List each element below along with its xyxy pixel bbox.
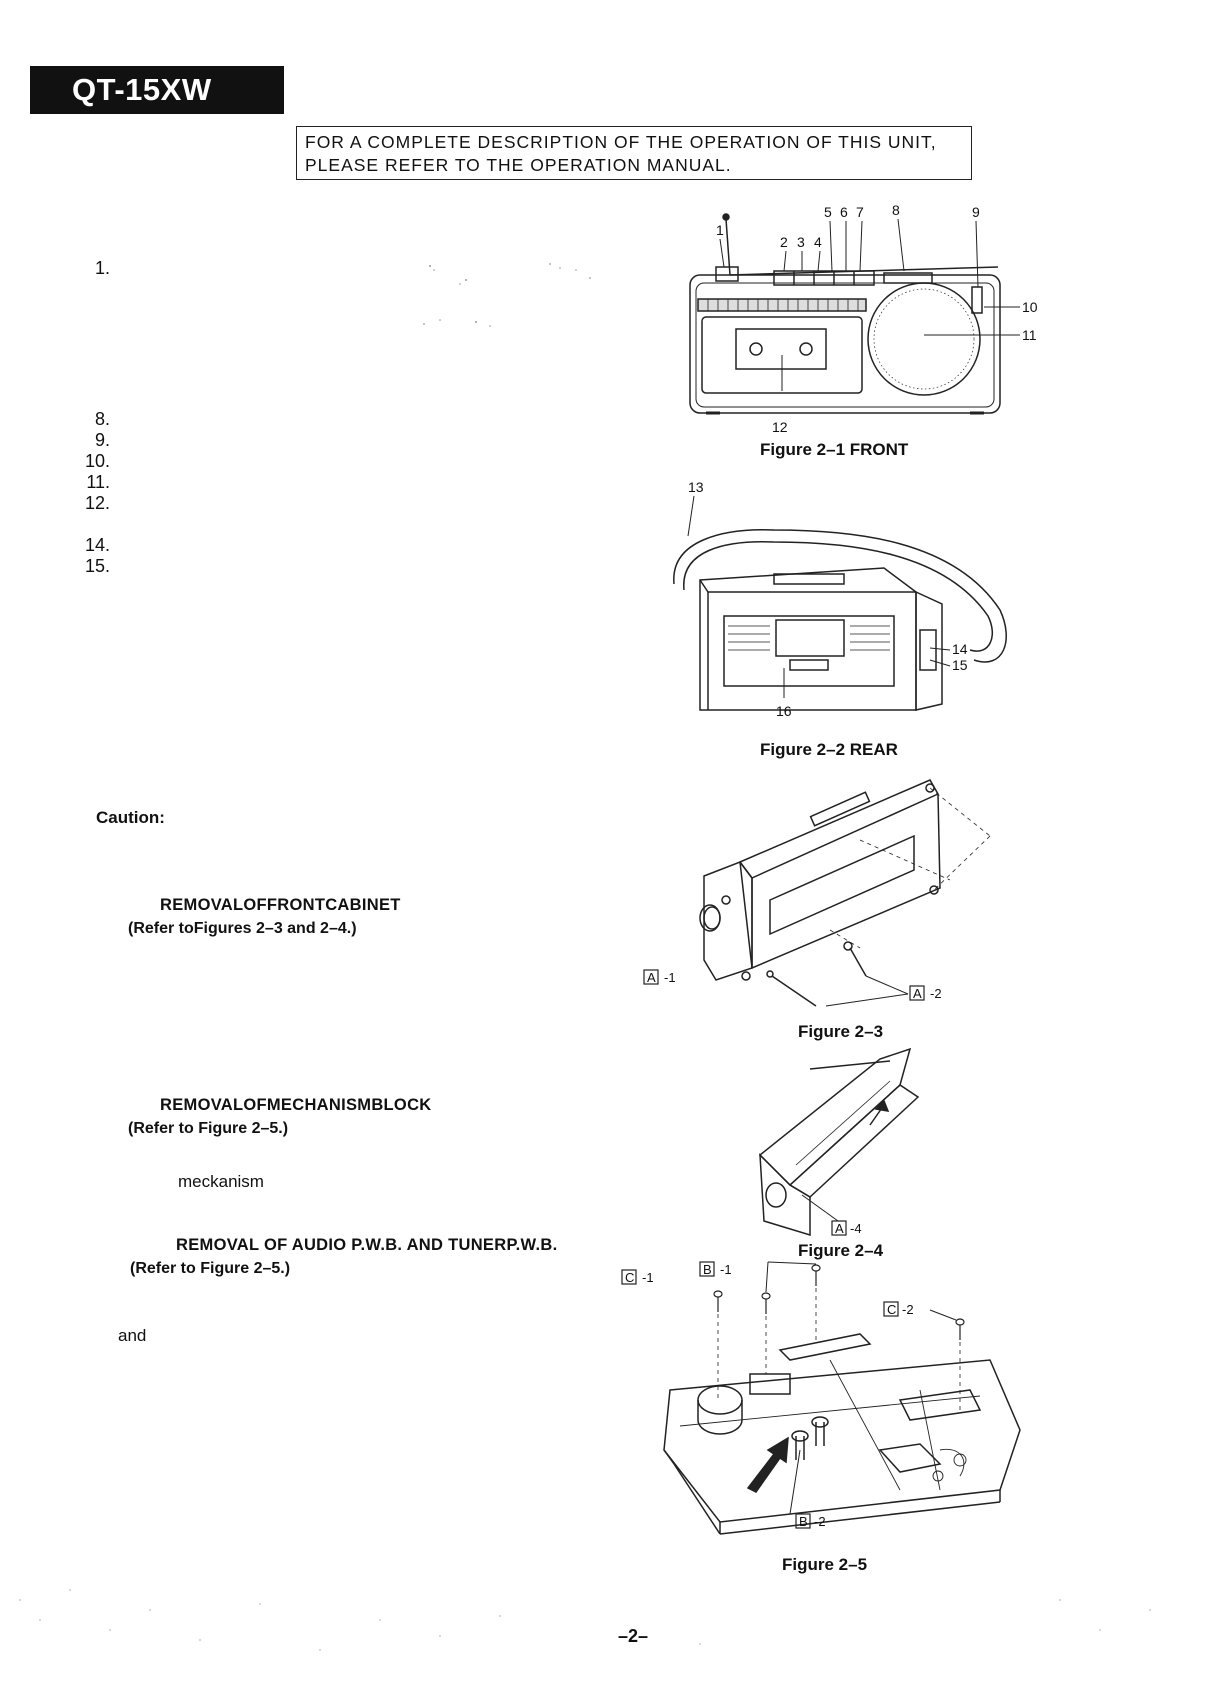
list-number: 8. — [94, 409, 110, 429]
model-name: QT-15XW — [72, 72, 212, 107]
list-number: 12. — [84, 493, 110, 513]
section-heading-pwb: REMOVAL OF AUDIO P.W.B. AND TUNERP.W.B. — [176, 1236, 558, 1254]
figure-2-5-diagram: C -1 B -1 C -2 B -2 — [621, 1261, 1021, 1535]
fig3-callout-A1-letter: A — [647, 970, 656, 985]
list-number: 10. — [84, 451, 110, 471]
list-number: 11. — [86, 472, 110, 492]
section-heading-mechanism: REMOVALOFMECHANISMBLOCK — [160, 1096, 432, 1114]
list-number: 1. — [94, 258, 110, 278]
section-ref-mechanism: (Refer to Figure 2–5.) — [128, 1120, 289, 1137]
section-heading-front-cabinet: REMOVALOFFRONTCABINET — [160, 896, 401, 914]
fig3-callout-A1-number: -1 — [664, 970, 676, 985]
scan-noise — [19, 1589, 1151, 1651]
fig1-label-7: 7 — [856, 204, 864, 220]
section-ref-front-cabinet: (Refer toFigures 2–3 and 2–4.) — [128, 920, 357, 937]
figure-2-2-caption: Figure 2–2 REAR — [760, 740, 898, 759]
caution-label: Caution: — [96, 808, 165, 827]
notice-line-2: PLEASE REFER TO THE OPERATION MANUAL. — [305, 155, 732, 175]
fig2-label-13: 13 — [688, 479, 704, 495]
section-ref-pwb: (Refer to Figure 2–5.) — [130, 1260, 291, 1277]
figure-2-4-diagram: A -4 — [758, 1047, 920, 1237]
fig1-label-11: 11 — [1022, 327, 1037, 343]
fig5-callout-C2-letter: C — [887, 1302, 896, 1317]
fig2-label-15: 15 — [952, 657, 968, 673]
fig1-label-4: 4 — [814, 234, 822, 250]
faint-specks — [423, 263, 591, 327]
fig1-label-1: 1 — [716, 222, 724, 238]
fig4-callout-A4-number: -4 — [850, 1221, 862, 1236]
fig3-callout-A2-number: -2 — [930, 986, 942, 1001]
list-number: 14. — [84, 535, 110, 555]
fig1-label-9: 9 — [972, 204, 980, 220]
figure-2-2-rear-diagram: 13 14 15 16 — [673, 479, 1007, 719]
fig1-label-8: 8 — [892, 202, 900, 218]
list-number: 15. — [84, 556, 110, 576]
fig5-callout-C2-number: -2 — [902, 1302, 914, 1317]
fig4-callout-A4-letter: A — [835, 1221, 844, 1236]
fig5-callout-C1-letter: C — [625, 1270, 634, 1285]
fig1-label-3: 3 — [797, 234, 805, 250]
fig1-label-2: 2 — [780, 234, 788, 250]
figure-2-3-caption: Figure 2–3 — [798, 1022, 884, 1041]
fig1-label-6: 6 — [840, 204, 848, 220]
fig1-label-12: 12 — [772, 419, 788, 435]
fig5-callout-B2-letter: B — [799, 1514, 808, 1529]
fig2-label-16: 16 — [776, 703, 792, 719]
model-badge: QT-15XW — [30, 66, 284, 114]
fig3-callout-A2-letter: A — [913, 986, 922, 1001]
fig5-callout-C1-number: -1 — [642, 1270, 654, 1285]
figure-2-1-front-diagram: 1 2 3 4 5 6 7 8 9 10 11 12 — [689, 202, 1038, 435]
body-fragment-pwb: and — [118, 1326, 147, 1345]
fig5-callout-B2-number: -2 — [814, 1514, 826, 1529]
figure-2-5-caption: Figure 2–5 — [782, 1555, 868, 1574]
fig5-callout-B1-letter: B — [703, 1262, 712, 1277]
fig2-label-14: 14 — [952, 641, 968, 657]
fig1-label-5: 5 — [824, 204, 832, 220]
notice-line-1: FOR A COMPLETE DESCRIPTION OF THE OPERAT… — [305, 132, 937, 152]
fig5-callout-B1-number: -1 — [720, 1262, 732, 1277]
figure-2-4-caption: Figure 2–4 — [798, 1241, 884, 1260]
body-fragment-mechanism: meckanism — [178, 1172, 264, 1191]
page-number: –2– — [618, 1626, 649, 1646]
list-number: 9. — [94, 430, 110, 450]
fig1-label-10: 10 — [1022, 299, 1038, 315]
operation-manual-notice: FOR A COMPLETE DESCRIPTION OF THE OPERAT… — [296, 126, 972, 180]
figure-2-3-diagram: A -1 A -2 — [643, 779, 991, 1007]
figure-2-1-caption: Figure 2–1 FRONT — [760, 440, 909, 459]
